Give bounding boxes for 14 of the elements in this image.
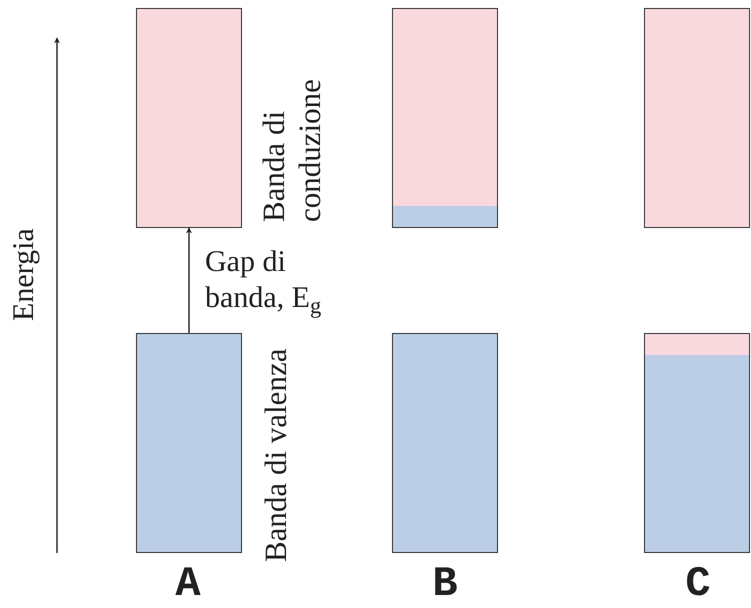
- energy-band-box: [136, 333, 242, 553]
- energy-band-box: [644, 8, 750, 228]
- band-label: Banda di valenza: [258, 348, 294, 562]
- energy-band-box: [136, 8, 242, 228]
- axis-label: Energia: [6, 228, 41, 324]
- energy-band-box: [392, 8, 498, 228]
- arrow: [186, 227, 192, 333]
- energy-band-box: [644, 333, 750, 553]
- panel-letter: C: [684, 562, 712, 606]
- edge-label: Gap di banda, E$_{g}$: [205, 244, 322, 316]
- band-label: Banda di conduzione: [256, 78, 328, 222]
- energy-band-box: [392, 333, 498, 553]
- panel-letter: A: [174, 562, 202, 606]
- panel-letter: B: [431, 562, 459, 606]
